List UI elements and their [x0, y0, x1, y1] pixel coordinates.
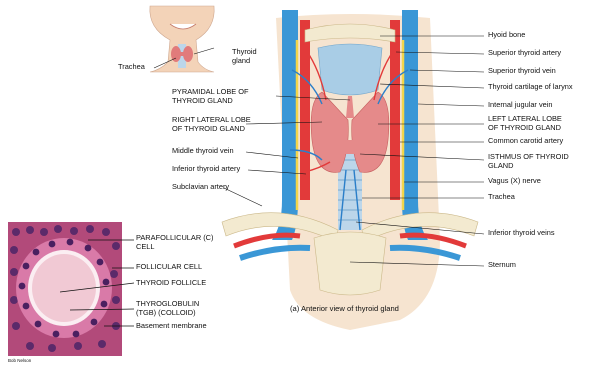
label-trachea-inset: Trachea [118, 63, 145, 72]
label-trachea-right: Trachea [488, 193, 515, 202]
label-inferior-thyroid-veins: Inferior thyroid veins [488, 229, 555, 238]
label-hyoid-bone: Hyoid bone [488, 31, 525, 40]
histology-inset [8, 222, 122, 356]
label-thyroid-cartilage: Thyroid cartilage of larynx [488, 83, 573, 92]
label-isthmus: ISTHMUS OF THYROID GLAND [488, 153, 569, 170]
label-parafollicular-cell: PARAFOLLICULAR (C) CELL [136, 234, 213, 251]
label-middle-thyroid-vein: Middle thyroid vein [172, 147, 234, 156]
label-common-carotid-artery: Common carotid artery [488, 137, 563, 146]
label-left-lateral-lobe: LEFT LATERAL LOBE OF THYROID GLAND [488, 115, 562, 132]
label-right-lateral-lobe: RIGHT LATERAL LOBE OF THYROID GLAND [172, 116, 251, 133]
label-thyroglobulin: THYROGLOBULIN (TGB) (COLLOID) [136, 300, 199, 317]
label-subclavian-artery: Subclavian artery [172, 183, 229, 192]
label-superior-thyroid-vein: Superior thyroid vein [488, 67, 556, 76]
figure-caption: (a) Anterior view of thyroid gland [290, 304, 399, 313]
label-vagus-nerve: Vagus (X) nerve [488, 177, 541, 186]
sternum [314, 232, 386, 295]
thyroid-cartilage [318, 44, 382, 95]
label-basement-membrane: Basement membrane [136, 322, 207, 331]
label-thyroid-follicle: THYROID FOLLICLE [136, 279, 206, 288]
colloid [32, 254, 96, 322]
head-neck-inset [150, 6, 214, 72]
label-superior-thyroid-artery: Superior thyroid artery [488, 49, 561, 58]
photo-credit: Bob Nelson [8, 358, 31, 363]
label-thyroid-gland-inset: Thyroid gland [232, 48, 257, 65]
label-pyramidal-lobe: PYRAMIDAL LOBE OF THYROID GLAND [172, 88, 249, 105]
label-inferior-thyroid-artery: Inferior thyroid artery [172, 165, 240, 174]
label-follicular-cell: FOLLICULAR CELL [136, 263, 202, 272]
label-internal-jugular-vein: Internal jugular vein [488, 101, 553, 110]
label-sternum: Sternum [488, 261, 516, 270]
